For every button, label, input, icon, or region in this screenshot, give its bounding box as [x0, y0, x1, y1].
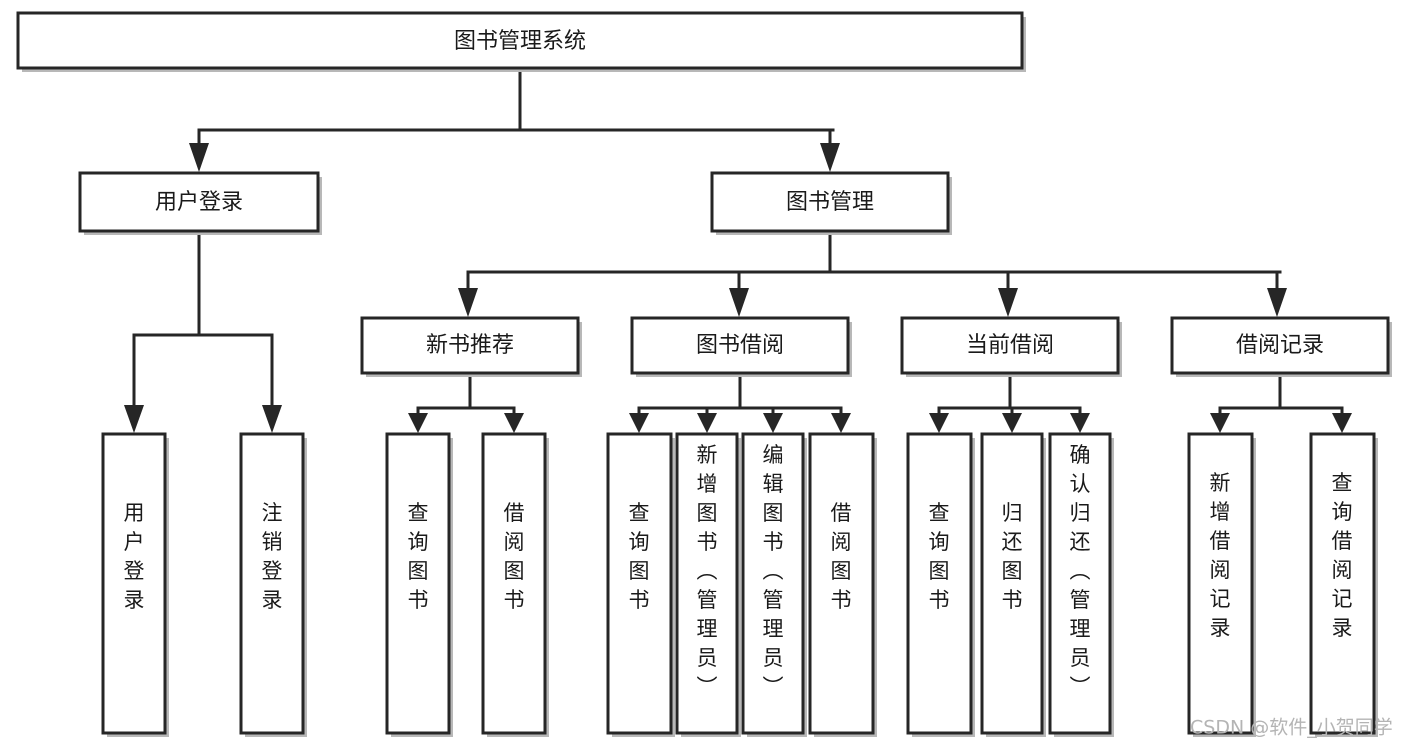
leaf-label-user-login: 用户登录	[124, 501, 145, 612]
node-borrow-record[interactable]: 借阅记录	[1170, 316, 1392, 377]
arrow-icon-current-leaf-1	[929, 413, 949, 433]
arrow-icon-borrow-leaf-3	[763, 413, 783, 433]
leaf-label-return-book: 归还图书	[1002, 501, 1023, 612]
leaf-box-query-book-2[interactable]	[606, 432, 673, 735]
book-borrow-box[interactable]	[630, 316, 850, 375]
leaf-label-confirm-return-admin: 确认归还︵管理员︶	[1070, 443, 1091, 699]
leaf-node[interactable]: 编辑图书︵管理员︶	[741, 432, 807, 737]
leaf-box-borrow-book-2[interactable]	[808, 432, 875, 735]
leaf-node[interactable]: 用户登录	[101, 432, 169, 737]
current-borrow-box[interactable]	[900, 316, 1120, 375]
book-management-box[interactable]	[710, 171, 950, 233]
leaf-box-query-book-1[interactable]	[385, 432, 451, 735]
user-login-label: 用户登录	[155, 190, 243, 215]
leaf-node[interactable]: 归还图书	[980, 432, 1046, 737]
leaf-box-query-borrow-record[interactable]	[1309, 432, 1376, 735]
leaf-node[interactable]: 借阅图书	[808, 432, 877, 737]
arrow-icon-to-leaf-user-login	[124, 405, 144, 433]
leaf-label-query-book-2: 查询图书	[629, 501, 650, 612]
new-book-recommend-box[interactable]	[360, 316, 580, 375]
book-borrow-label: 图书借阅	[696, 333, 784, 358]
leaf-box-confirm-return-admin[interactable]	[1048, 432, 1112, 735]
current-borrow-label: 当前借阅	[966, 333, 1054, 358]
leaf-box-logout[interactable]	[239, 432, 305, 735]
node-book-management[interactable]: 图书管理	[710, 171, 952, 235]
node-current-borrow[interactable]: 当前借阅	[900, 316, 1122, 377]
node-root[interactable]: 图书管理系统	[16, 11, 1026, 72]
leaf-node[interactable]: 注销登录	[239, 432, 307, 737]
leaf-box-add-borrow-record[interactable]	[1187, 432, 1254, 735]
leaf-node[interactable]: 查询图书	[906, 432, 975, 737]
arrow-icon-borrow-leaf-2	[697, 413, 717, 433]
node-book-borrow[interactable]: 图书借阅	[630, 316, 852, 377]
root-label: 图书管理系统	[454, 29, 586, 54]
leaf-node[interactable]: 查询图书	[385, 432, 453, 737]
arrow-icon-to-user-login	[189, 143, 209, 172]
arrow-icon-record-leaf-2	[1332, 413, 1352, 433]
leaf-label-borrow-book-2: 借阅图书	[831, 501, 852, 612]
user-login-box[interactable]	[78, 171, 320, 233]
arrow-icon-borrow-leaf-4	[831, 413, 851, 433]
arrow-icon-to-record	[1267, 288, 1287, 317]
arrow-icon-to-new-book	[458, 288, 478, 317]
leaf-label-logout: 注销登录	[262, 501, 283, 612]
leaf-box-borrow-book-1[interactable]	[481, 432, 547, 735]
connector-layer	[132, 66, 1344, 415]
csdn-watermark: CSDN @软件_小贺同学	[1190, 717, 1393, 739]
leaf-node[interactable]: 新增借阅记录	[1187, 432, 1256, 737]
arrow-icon-to-book-mgmt	[820, 143, 840, 172]
leaf-layer: 用户登录 注销登录 查询图书 借阅图书 查询图书	[101, 432, 1378, 737]
book-management-label: 图书管理	[786, 190, 874, 215]
arrow-icon-to-borrow	[729, 288, 749, 317]
new-book-recommend-label: 新书推荐	[426, 333, 514, 358]
borrow-record-box[interactable]	[1170, 316, 1390, 375]
arrow-icon-newbook-leaf-2	[504, 413, 524, 433]
leaf-label-borrow-book-1: 借阅图书	[504, 501, 525, 612]
arrow-icon-to-current	[998, 288, 1018, 317]
leaf-box-user-login[interactable]	[101, 432, 167, 735]
leaf-node[interactable]: 查询图书	[606, 432, 675, 737]
leaf-node[interactable]: 确认归还︵管理员︶	[1048, 432, 1114, 737]
leaf-label-add-borrow-record: 新增借阅记录	[1210, 471, 1231, 640]
borrow-record-label: 借阅记录	[1236, 333, 1324, 358]
arrow-icon-newbook-leaf-1	[408, 413, 428, 433]
node-new-book-recommend[interactable]: 新书推荐	[360, 316, 582, 377]
arrow-icon-current-leaf-2	[1002, 413, 1022, 433]
leaf-label-query-book-3: 查询图书	[929, 501, 950, 612]
arrow-icon-record-leaf-1	[1210, 413, 1230, 433]
arrowhead-layer	[124, 143, 1352, 433]
arrow-icon-to-leaf-logout	[262, 405, 282, 433]
root-box[interactable]	[16, 11, 1024, 70]
leaf-label-query-book-1: 查询图书	[408, 501, 429, 612]
leaf-box-edit-book-admin[interactable]	[741, 432, 805, 735]
leaf-box-add-book-admin[interactable]	[675, 432, 739, 735]
leaf-box-query-book-3[interactable]	[906, 432, 973, 735]
leaf-node[interactable]: 借阅图书	[481, 432, 549, 737]
leaf-node[interactable]: 新增图书︵管理员︶	[675, 432, 741, 737]
leaf-label-edit-book-admin: 编辑图书︵管理员︶	[763, 443, 784, 699]
node-user-login[interactable]: 用户登录	[78, 171, 322, 235]
leaf-label-query-borrow-record: 查询借阅记录	[1332, 471, 1353, 640]
arrow-icon-current-leaf-3	[1070, 413, 1090, 433]
leaf-label-add-book-admin: 新增图书︵管理员︶	[697, 443, 718, 699]
arrow-icon-borrow-leaf-1	[629, 413, 649, 433]
leaf-node[interactable]: 查询借阅记录	[1309, 432, 1378, 737]
leaf-box-return-book[interactable]	[980, 432, 1044, 735]
